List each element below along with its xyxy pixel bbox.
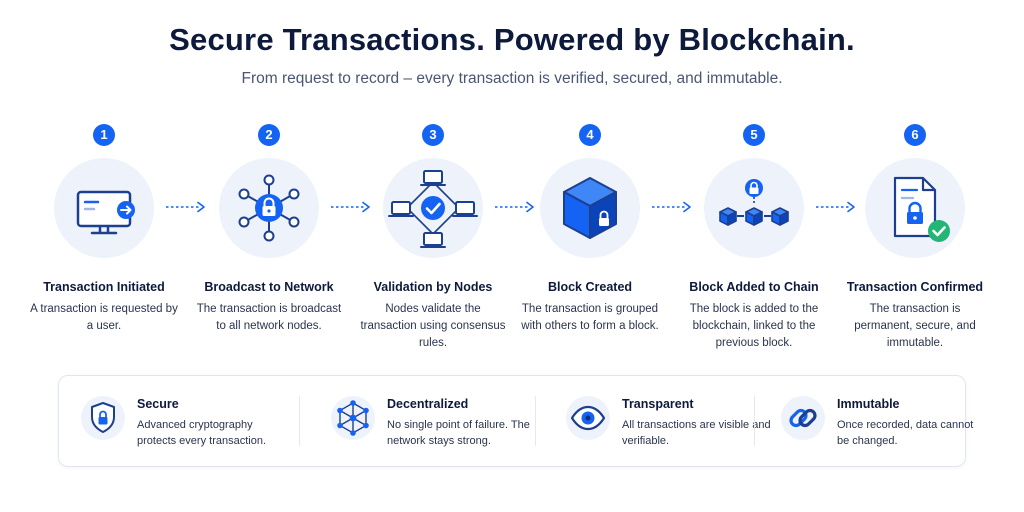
step-number-badge: 5 bbox=[743, 124, 765, 146]
step-transaction-initiated: 1 Transaction Initiated A transaction is… bbox=[26, 124, 182, 335]
flow-arrow-icon bbox=[816, 201, 855, 213]
step-icon-circle bbox=[54, 158, 154, 258]
step-title: Validation by Nodes bbox=[373, 280, 493, 294]
link-icon bbox=[789, 408, 817, 428]
feature-icon-circle bbox=[331, 396, 375, 440]
step-number-badge: 1 bbox=[93, 124, 115, 146]
features-panel: Secure Advanced cryptography protects ev… bbox=[58, 375, 973, 467]
feature-divider bbox=[535, 396, 536, 446]
feature-transparent: Transparent All transactions are visible… bbox=[544, 376, 771, 466]
block-cube-icon bbox=[563, 177, 617, 239]
flow-arrow-icon bbox=[331, 201, 370, 213]
feature-immutable: Immutable Once recorded, data cannot be … bbox=[759, 376, 973, 466]
chain-icon bbox=[719, 179, 789, 226]
decentralized-network-icon bbox=[337, 400, 369, 436]
step-broadcast-to-network: 2 bbox=[191, 124, 347, 335]
feature-description: No single point of failure. The network … bbox=[387, 419, 530, 447]
page-title: Secure Transactions. Powered by Blockcha… bbox=[169, 22, 855, 57]
step-title: Block Added to Chain bbox=[689, 280, 819, 294]
step-transaction-confirmed: 6 Transaction Confirmed The transaction … bbox=[837, 124, 993, 352]
step-icon-circle bbox=[219, 158, 319, 258]
confirmed-document-icon bbox=[893, 176, 950, 242]
step-number-badge: 6 bbox=[904, 124, 926, 146]
validation-icon bbox=[388, 170, 478, 248]
step-validation-by-nodes: 3 Validation by Nodes bbox=[355, 124, 511, 352]
feature-description: Advanced cryptography protects every tra… bbox=[137, 419, 267, 447]
feature-divider bbox=[299, 396, 300, 446]
shield-lock-icon bbox=[91, 402, 115, 433]
step-description: The transaction is grouped with others t… bbox=[521, 303, 659, 332]
step-title: Broadcast to Network bbox=[204, 280, 334, 294]
feature-title: Immutable bbox=[837, 397, 900, 411]
network-lock-icon bbox=[238, 174, 300, 242]
step-description: Nodes validate the transaction using con… bbox=[360, 303, 506, 349]
feature-description: Once recorded, data cannot be changed. bbox=[837, 419, 974, 447]
process-steps: 1 Transaction Initiated A transaction is… bbox=[0, 124, 1024, 364]
flow-arrow-icon bbox=[495, 201, 534, 213]
step-number-badge: 2 bbox=[258, 124, 280, 146]
step-block-created: 4 Block Created The transaction is group… bbox=[512, 124, 668, 335]
feature-icon-circle bbox=[566, 396, 610, 440]
step-description: The block is added to the blockchain, li… bbox=[689, 303, 819, 349]
feature-secure: Secure Advanced cryptography protects ev… bbox=[59, 376, 299, 466]
step-icon-circle bbox=[383, 158, 483, 258]
step-title: Transaction Confirmed bbox=[846, 280, 984, 294]
monitor-icon bbox=[76, 190, 135, 235]
step-number-badge: 4 bbox=[579, 124, 601, 146]
step-description: A transaction is requested by a user. bbox=[30, 303, 178, 332]
feature-icon-circle bbox=[81, 396, 125, 440]
feature-divider bbox=[754, 396, 755, 446]
flow-arrow-icon bbox=[166, 201, 205, 213]
feature-title: Secure bbox=[137, 397, 179, 411]
step-title: Block Created bbox=[547, 280, 633, 294]
feature-title: Transparent bbox=[622, 397, 694, 411]
step-icon-circle bbox=[540, 158, 640, 258]
feature-title: Decentralized bbox=[387, 397, 469, 411]
step-block-added-to-chain: 5 bbox=[676, 124, 832, 352]
page-subtitle: From request to record – every transacti… bbox=[241, 70, 783, 87]
step-icon-circle bbox=[865, 158, 965, 258]
step-number-badge: 3 bbox=[422, 124, 444, 146]
flow-arrow-icon bbox=[652, 201, 691, 213]
step-icon-circle bbox=[704, 158, 804, 258]
step-description: The transaction is broadcast to all netw… bbox=[196, 303, 342, 332]
feature-icon-circle bbox=[781, 396, 825, 440]
step-description: The transaction is permanent, secure, an… bbox=[854, 303, 976, 349]
step-title: Transaction Initiated bbox=[43, 280, 165, 294]
feature-decentralized: Decentralized No single point of failure… bbox=[309, 376, 539, 466]
feature-description: All transactions are visible and verifia… bbox=[622, 419, 771, 447]
eye-icon bbox=[570, 405, 606, 431]
